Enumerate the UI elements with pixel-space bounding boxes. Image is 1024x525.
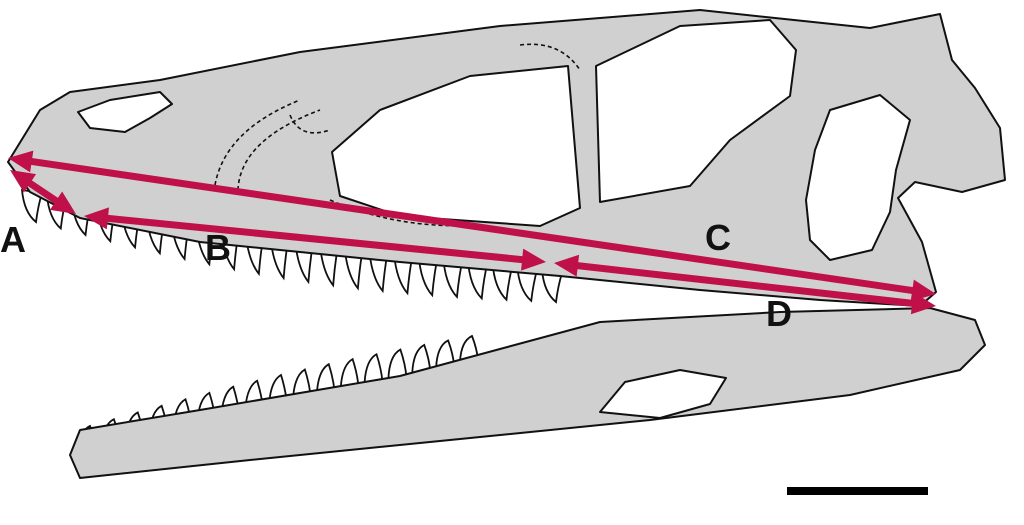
upper-tooth xyxy=(541,268,564,304)
external-naris xyxy=(77,91,173,133)
suture-lines xyxy=(214,43,581,227)
lower-tooth xyxy=(411,343,432,375)
arrowhead xyxy=(10,170,37,193)
arrowhead xyxy=(554,254,580,277)
arrowhead xyxy=(84,207,109,230)
lower-tooth xyxy=(387,348,408,380)
arrowhead xyxy=(8,150,34,173)
mandible xyxy=(69,307,986,479)
label-a: A xyxy=(0,219,26,260)
arrowhead xyxy=(910,292,936,315)
label-c: C xyxy=(705,217,731,258)
maxillary-fenestra xyxy=(595,19,797,203)
antorbital-fenestra xyxy=(331,65,581,227)
arrow-b xyxy=(84,207,546,271)
label-d: D xyxy=(766,293,792,334)
arrow-d xyxy=(554,254,936,315)
arrow-a xyxy=(10,170,76,214)
label-b: B xyxy=(205,227,231,268)
mandibular-fenestra xyxy=(599,369,727,419)
arrowhead xyxy=(521,248,546,271)
measurement-arrows xyxy=(8,150,936,315)
lower-tooth xyxy=(363,352,384,386)
arrowhead xyxy=(49,191,76,214)
orbit xyxy=(805,94,911,261)
